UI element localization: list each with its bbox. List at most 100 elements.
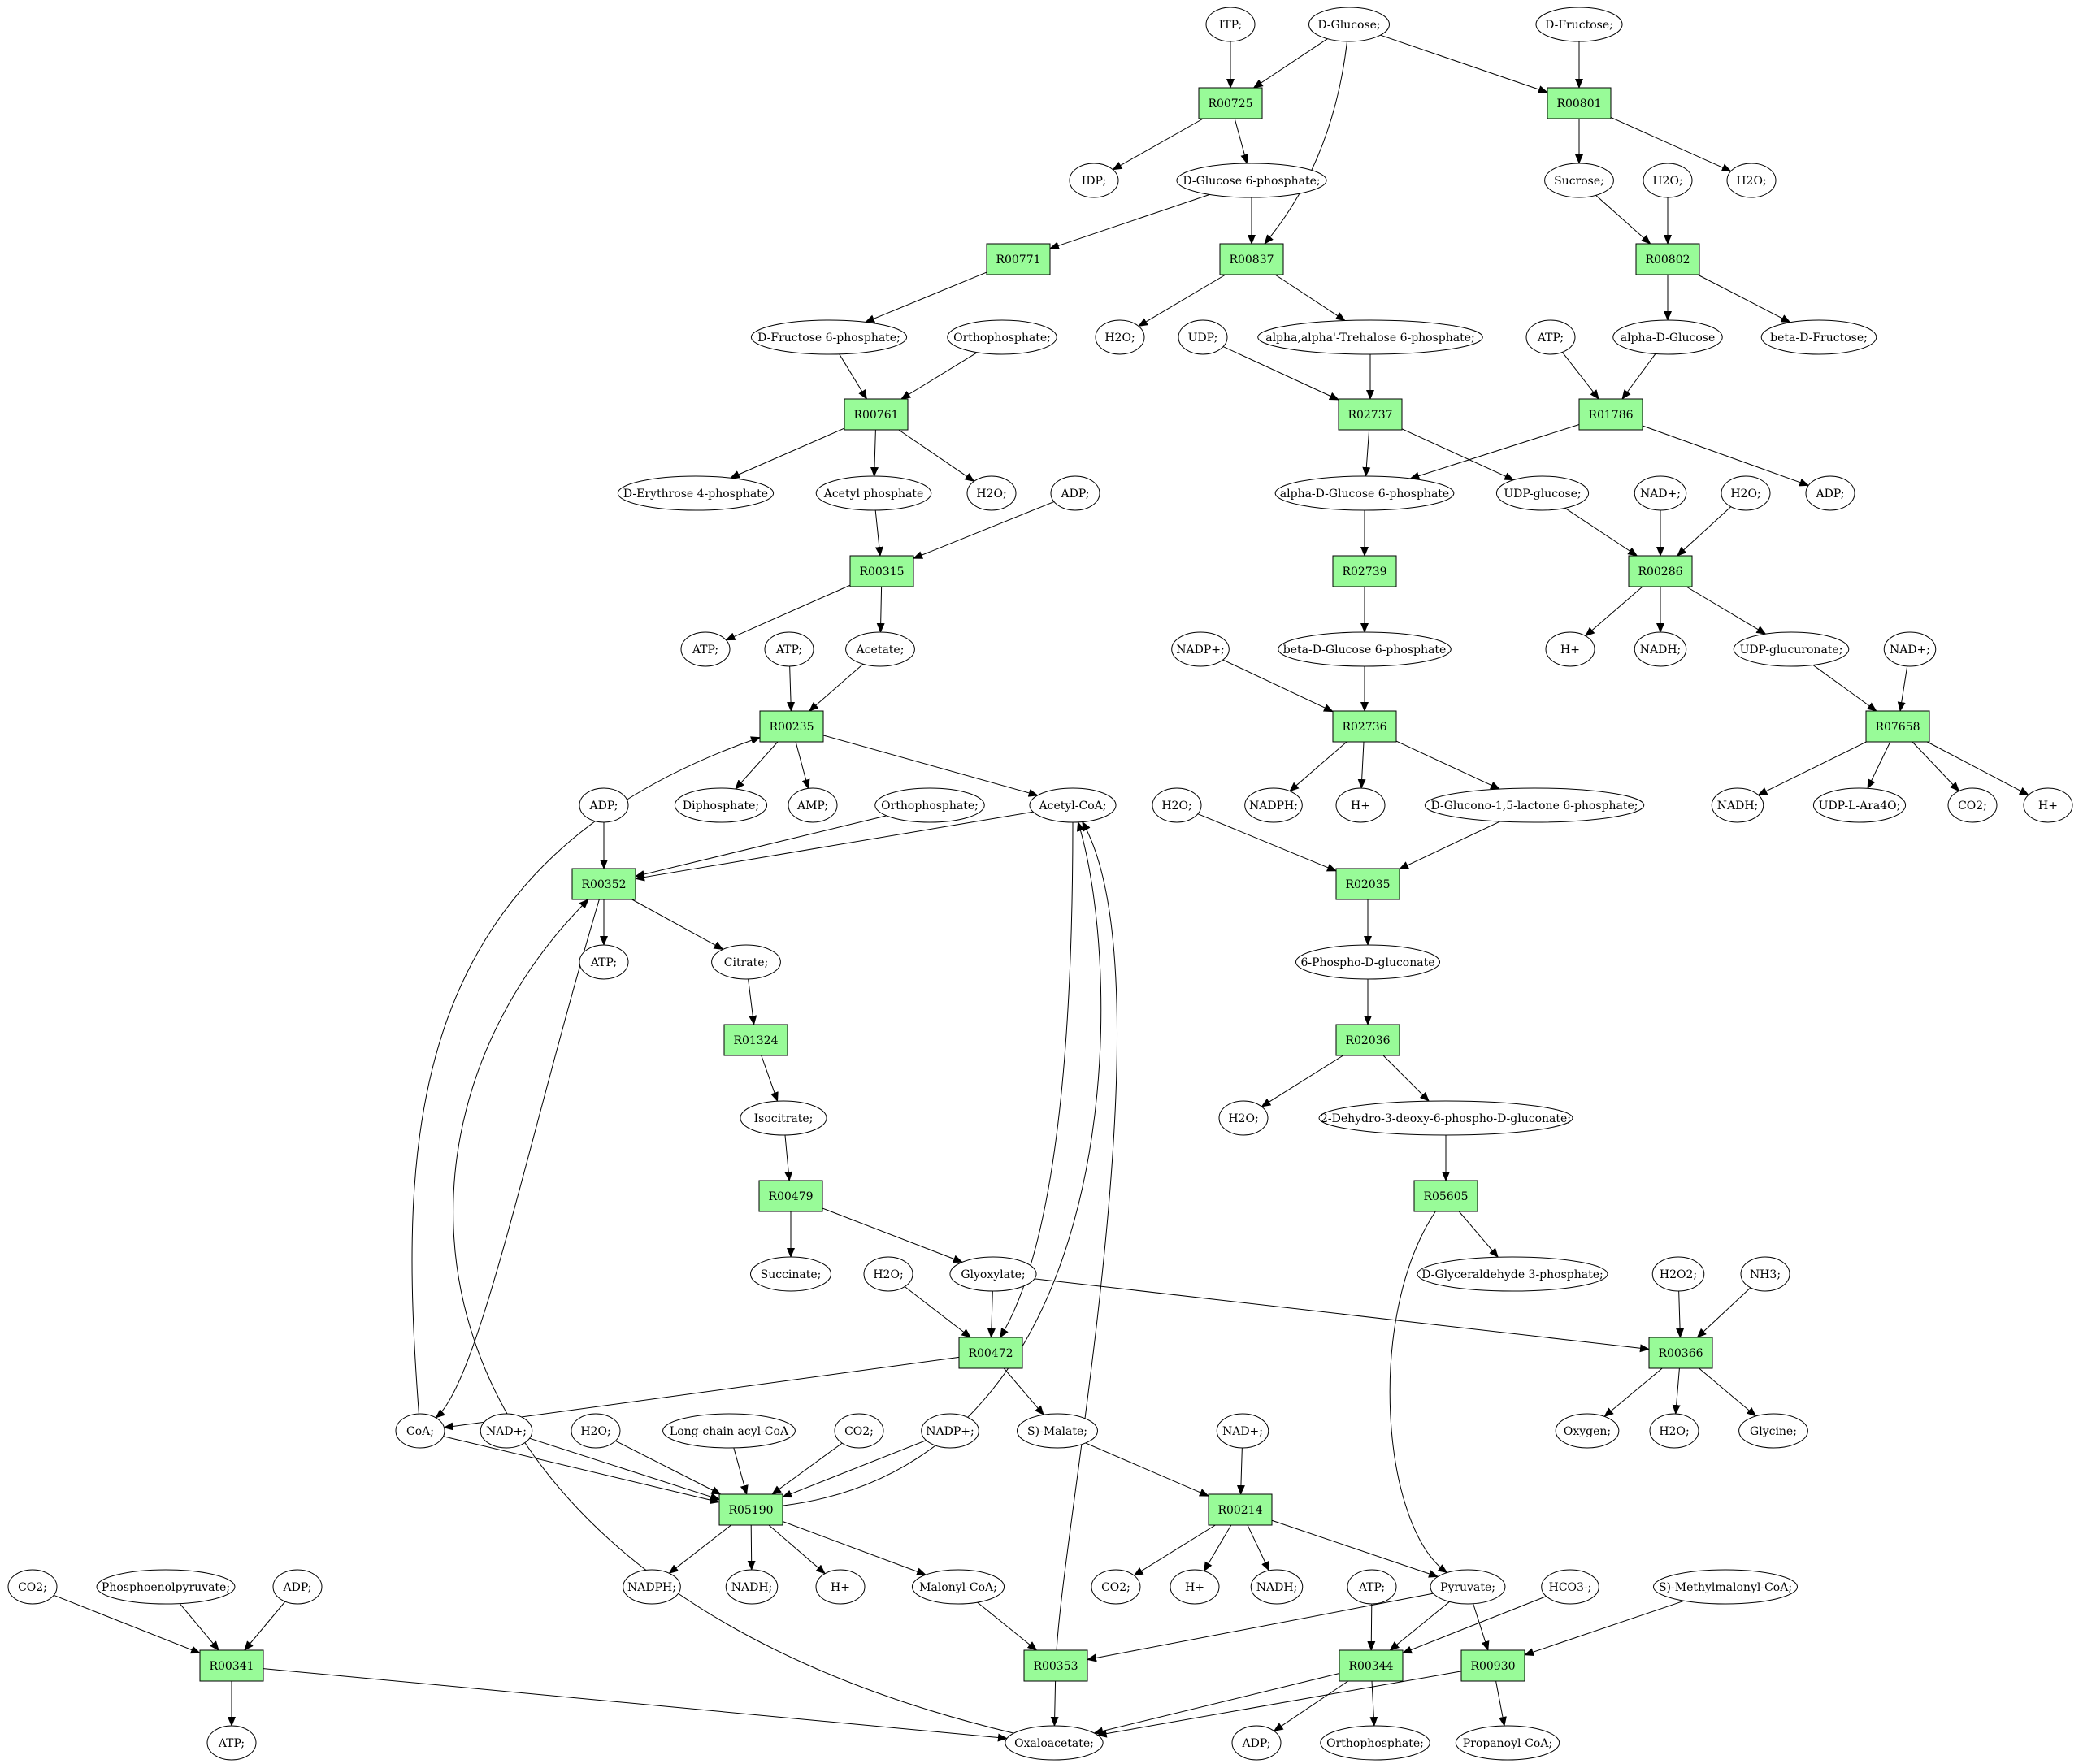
reaction-node-r00725[interactable]: R00725 xyxy=(1198,87,1263,119)
metabolite-node[interactable]: H2O; xyxy=(863,1256,913,1292)
metabolite-node[interactable]: IDP; xyxy=(1069,163,1119,198)
metabolite-node[interactable]: H2O; xyxy=(966,475,1017,511)
metabolite-node[interactable]: NH3; xyxy=(1740,1256,1790,1292)
reaction-node-r00235[interactable]: R00235 xyxy=(759,710,824,743)
metabolite-node[interactable]: D-Glucose 6-phosphate; xyxy=(1176,163,1327,198)
metabolite-node[interactable]: ADP; xyxy=(579,787,629,823)
metabolite-node[interactable]: AMP; xyxy=(788,787,838,823)
reaction-node-r00214[interactable]: R00214 xyxy=(1208,1493,1273,1526)
metabolite-node[interactable]: Sucrose; xyxy=(1544,163,1614,198)
metabolite-node[interactable]: Orthophosphate; xyxy=(947,319,1057,355)
metabolite-node[interactable]: Glyoxylate; xyxy=(949,1256,1037,1292)
metabolite-node[interactable]: Acetyl phosphate xyxy=(815,475,932,511)
metabolite-node[interactable]: Succinate; xyxy=(750,1256,831,1292)
metabolite-node[interactable]: 2-Dehydro-3-deoxy-6-phospho-D-gluconate; xyxy=(1318,1100,1573,1136)
reaction-node-r02036[interactable]: R02036 xyxy=(1335,1024,1400,1056)
metabolite-node[interactable]: CO2; xyxy=(1947,787,1998,823)
reaction-node-r05605[interactable]: R05605 xyxy=(1413,1180,1478,1212)
metabolite-node[interactable]: ATP; xyxy=(1525,319,1576,355)
metabolite-node[interactable]: H+ xyxy=(1545,631,1595,667)
reaction-node-r00315[interactable]: R00315 xyxy=(849,555,914,587)
metabolite-node[interactable]: Long-chain acyl-CoA xyxy=(662,1413,796,1449)
reaction-node-r01324[interactable]: R01324 xyxy=(723,1024,788,1056)
start-metabolite-node[interactable]: D-Glucose; xyxy=(1308,7,1390,42)
reaction-node-r00801[interactable]: R00801 xyxy=(1547,87,1612,119)
metabolite-node[interactable]: NADPH; xyxy=(1244,787,1303,823)
metabolite-node[interactable]: ADP; xyxy=(1805,475,1855,511)
metabolite-node[interactable]: CO2; xyxy=(1091,1569,1141,1605)
metabolite-node[interactable]: ATP; xyxy=(764,631,814,667)
metabolite-node[interactable]: Orthophosphate; xyxy=(1320,1725,1430,1761)
metabolite-node[interactable]: NADH; xyxy=(1711,787,1764,823)
metabolite-node[interactable]: NAD+; xyxy=(1634,475,1687,511)
metabolite-node[interactable]: H+ xyxy=(815,1569,866,1605)
metabolite-node[interactable]: 6-Phospho-D-gluconate xyxy=(1295,944,1441,980)
reaction-node-r05190[interactable]: R05190 xyxy=(718,1493,783,1526)
metabolite-node[interactable]: H+ xyxy=(2023,787,2073,823)
reaction-node-r00472[interactable]: R00472 xyxy=(958,1337,1023,1369)
metabolite-node[interactable]: ADP; xyxy=(1050,475,1100,511)
metabolite-node[interactable]: ATP; xyxy=(206,1725,257,1761)
metabolite-node[interactable]: H+ xyxy=(1170,1569,1220,1605)
reaction-node-r00341[interactable]: R00341 xyxy=(199,1649,264,1682)
reaction-node-r00344[interactable]: R00344 xyxy=(1339,1649,1404,1682)
metabolite-node[interactable]: H2O; xyxy=(1218,1100,1269,1136)
metabolite-node[interactable]: ATP; xyxy=(579,944,629,980)
reaction-node-r00930[interactable]: R00930 xyxy=(1460,1649,1525,1682)
metabolite-node[interactable]: alpha-D-Glucose 6-phosphate xyxy=(1274,475,1455,511)
metabolite-node[interactable]: ATP; xyxy=(1347,1569,1397,1605)
reaction-node-r00286[interactable]: R00286 xyxy=(1628,555,1693,587)
metabolite-node[interactable]: UDP-L-Ara4O; xyxy=(1812,787,1907,823)
reaction-node-r02739[interactable]: R02739 xyxy=(1332,555,1397,587)
metabolite-node[interactable]: UDP-glucuronate; xyxy=(1733,631,1850,667)
reaction-node-r00761[interactable]: R00761 xyxy=(844,398,909,431)
metabolite-node[interactable]: NADH; xyxy=(1250,1569,1304,1605)
metabolite-node[interactable]: CO2; xyxy=(7,1569,58,1605)
metabolite-node[interactable]: H+ xyxy=(1335,787,1386,823)
reaction-node-r00802[interactable]: R00802 xyxy=(1635,243,1700,275)
metabolite-node[interactable]: H2O; xyxy=(1649,1413,1699,1449)
reaction-node-r00366[interactable]: R00366 xyxy=(1648,1337,1713,1369)
metabolite-node[interactable]: Orthophosphate; xyxy=(874,787,985,823)
reaction-node-r00771[interactable]: R00771 xyxy=(986,243,1051,275)
metabolite-node[interactable]: Diphosphate; xyxy=(674,787,768,823)
metabolite-node[interactable]: beta-D-Glucose 6-phosphate xyxy=(1278,631,1452,667)
metabolite-node[interactable]: H2O; xyxy=(1095,319,1145,355)
metabolite-node[interactable]: H2O2; xyxy=(1651,1256,1705,1292)
metabolite-node[interactable]: Citrate; xyxy=(711,944,781,980)
metabolite-node[interactable]: ITP; xyxy=(1205,7,1256,42)
metabolite-node[interactable]: NADPH; xyxy=(623,1569,681,1605)
reaction-node-r01786[interactable]: R01786 xyxy=(1578,398,1643,431)
metabolite-node[interactable]: H2O; xyxy=(1643,163,1693,198)
metabolite-node[interactable]: CoA; xyxy=(395,1413,445,1449)
metabolite-node[interactable]: H2O; xyxy=(1152,787,1202,823)
metabolite-node[interactable]: ATP; xyxy=(680,631,731,667)
metabolite-node[interactable]: NAD+; xyxy=(1216,1413,1269,1449)
metabolite-node[interactable]: Phosphoenolpyruvate; xyxy=(96,1569,236,1605)
reaction-node-r02035[interactable]: R02035 xyxy=(1335,868,1400,900)
reaction-node-r00837[interactable]: R00837 xyxy=(1219,243,1284,275)
metabolite-node[interactable]: alpha-D-Glucose xyxy=(1612,319,1723,355)
metabolite-node[interactable]: NADP+; xyxy=(1171,631,1230,667)
metabolite-node[interactable]: H2O; xyxy=(1726,163,1777,198)
metabolite-node[interactable]: D-Fructose 6-phosphate; xyxy=(750,319,908,355)
reaction-node-r00353[interactable]: R00353 xyxy=(1023,1649,1088,1682)
metabolite-node[interactable]: D-Glucono-1,5-lactone 6-phosphate; xyxy=(1424,787,1645,823)
metabolite-node[interactable]: Oxaloacetate; xyxy=(1005,1725,1104,1761)
reaction-node-r02737[interactable]: R02737 xyxy=(1338,398,1403,431)
metabolite-node[interactable]: Oxygen; xyxy=(1555,1413,1620,1449)
metabolite-node[interactable]: Acetyl-CoA; xyxy=(1029,787,1117,823)
metabolite-node[interactable]: Isocitrate; xyxy=(740,1100,827,1136)
metabolite-node[interactable]: ADP; xyxy=(272,1569,323,1605)
metabolite-node[interactable]: beta-D-Fructose; xyxy=(1760,319,1877,355)
metabolite-node[interactable]: NAD+; xyxy=(480,1413,533,1449)
metabolite-node[interactable]: Propanoyl-CoA; xyxy=(1455,1725,1560,1761)
metabolite-node[interactable]: H2O; xyxy=(571,1413,621,1449)
metabolite-node[interactable]: Pyruvate; xyxy=(1430,1569,1506,1605)
metabolite-node[interactable]: Acetate; xyxy=(845,631,915,667)
metabolite-node[interactable]: NAD+; xyxy=(1883,631,1937,667)
reaction-node-r02736[interactable]: R02736 xyxy=(1332,710,1397,743)
metabolite-node[interactable]: S)-Methylmalonyl-CoA; xyxy=(1652,1569,1799,1605)
metabolite-node[interactable]: CO2; xyxy=(834,1413,884,1449)
metabolite-node[interactable]: NADP+; xyxy=(921,1413,979,1449)
